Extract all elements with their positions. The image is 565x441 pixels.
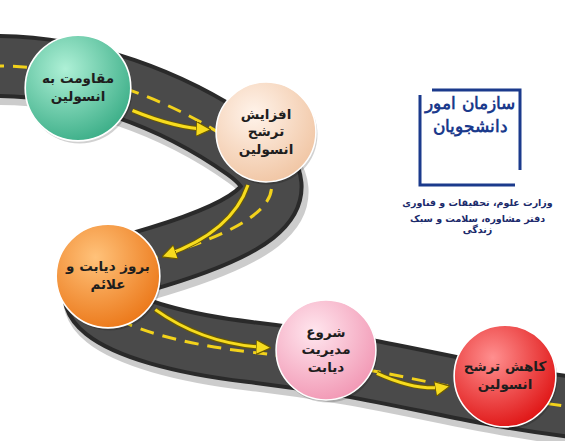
- arrow-outline: [377, 373, 447, 388]
- flow-arrow: [133, 111, 209, 130]
- step-circle: بروز دیابت و علائم: [54, 222, 162, 330]
- step-text: بروز دیابت و علائم: [56, 258, 161, 293]
- step-circle: کاهش ترشح انسولین: [452, 323, 558, 429]
- arrow-outline: [155, 310, 268, 348]
- logo-text: سازمان امور دانشجویان: [420, 92, 520, 138]
- flow-arrow: [155, 310, 268, 348]
- step-text: مقاومت به انسولین: [25, 70, 131, 105]
- org-name: وزارت علوم، تحقیقات و فناوری: [395, 197, 560, 208]
- arrow-outline: [133, 111, 209, 130]
- step-circle: افزایش ترشح انسولین: [214, 80, 318, 184]
- step-circle: شروع مدیریت دیابت: [274, 298, 378, 402]
- step-circle: مقاومت به انسولین: [23, 33, 133, 143]
- step-text: افزایش ترشح انسولین: [215, 106, 316, 159]
- flow-arrow: [377, 373, 447, 388]
- org-name: دفتر مشاوره، سلامت و سبک زندگی: [395, 213, 560, 235]
- step-text: کاهش ترشح انسولین: [454, 358, 557, 393]
- flow-arrow: [165, 185, 249, 256]
- step-text: شروع مدیریت دیابت: [275, 324, 376, 377]
- arrow-outline: [165, 185, 249, 256]
